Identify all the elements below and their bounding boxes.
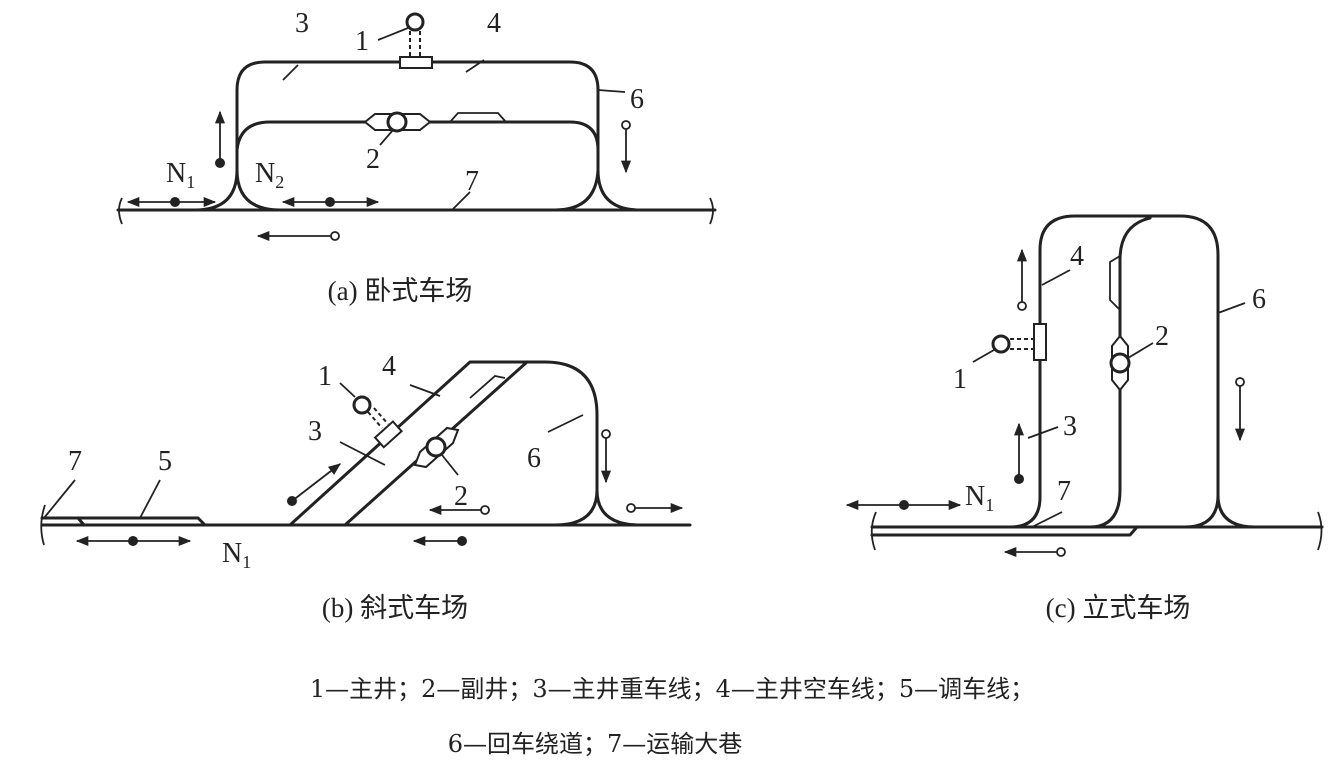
siding-track xyxy=(870,525,1139,537)
label-n1: N1 xyxy=(222,538,251,572)
label-7: 7 xyxy=(68,446,82,477)
leader-7 xyxy=(451,191,471,211)
leader-4 xyxy=(1041,269,1071,286)
roadway-break-left xyxy=(40,504,46,546)
label-1: 1 xyxy=(953,364,967,395)
label-2: 2 xyxy=(366,144,380,175)
main-shaft-icon xyxy=(399,12,433,69)
leader-2 xyxy=(441,454,459,476)
leader-3 xyxy=(339,441,386,466)
label-n1: N1 xyxy=(965,481,994,515)
roadway-break-right xyxy=(1317,511,1323,551)
flow-arrows xyxy=(845,248,1246,558)
panel-b-inclined-yard: 1 4 3 2 6 7 5 N1 (b) 斜式车场 xyxy=(40,351,692,623)
flow-arrows xyxy=(75,429,684,547)
caption-b: (b) 斜式车场 xyxy=(322,593,468,623)
roadway-break-left xyxy=(118,197,123,225)
label-6: 6 xyxy=(527,443,541,474)
leader-5 xyxy=(139,479,161,519)
outer-loop-track xyxy=(1008,214,1257,529)
passing-bump xyxy=(1109,255,1121,311)
panel-a-horizontal-yard: 3 1 4 6 2 7 N1 N2 (a) 卧式车场 xyxy=(116,8,717,306)
auxiliary-shaft-icon xyxy=(413,426,460,469)
label-6: 6 xyxy=(630,84,644,115)
main-shaft-track xyxy=(288,360,547,527)
label-7: 7 xyxy=(465,166,479,197)
label-4: 4 xyxy=(487,8,501,39)
leader-1 xyxy=(377,27,409,41)
main-shaft-icon xyxy=(352,395,404,449)
label-5: 5 xyxy=(158,446,172,477)
leader-6 xyxy=(1217,302,1246,314)
auxiliary-shaft-icon xyxy=(1109,334,1131,392)
leader-4 xyxy=(465,59,485,73)
passing-bump xyxy=(469,375,506,399)
panel-c-vertical-yard: 4 1 2 6 3 7 N1 (c) 立式车场 xyxy=(845,214,1324,623)
leader-1 xyxy=(972,349,995,363)
label-6: 6 xyxy=(1252,284,1266,315)
label-n2: N2 xyxy=(255,158,284,192)
label-3: 3 xyxy=(308,416,322,447)
leader-6 xyxy=(597,89,626,93)
shunting-track xyxy=(40,516,207,527)
leader-3 xyxy=(1027,426,1059,439)
label-7: 7 xyxy=(1057,476,1071,507)
label-2: 2 xyxy=(1155,321,1169,352)
caption-c: (c) 立式车场 xyxy=(1046,593,1191,623)
leader-6 xyxy=(547,414,584,433)
label-3: 3 xyxy=(295,8,309,39)
main-shaft-icon xyxy=(991,323,1047,361)
label-4: 4 xyxy=(382,351,396,382)
leader-2 xyxy=(1127,342,1154,359)
legend-line-2: 6—回车绕道；7—运输大巷 xyxy=(448,730,743,758)
caption-a: (a) 卧式车场 xyxy=(328,276,473,306)
leader-7 xyxy=(1031,511,1063,528)
leader-3 xyxy=(282,64,299,81)
flow-arrows xyxy=(126,110,632,242)
roadway-break-right xyxy=(709,197,714,225)
auxiliary-shaft-icon xyxy=(363,111,432,133)
label-1: 1 xyxy=(318,361,332,392)
label-2: 2 xyxy=(454,481,468,512)
roadway-break-left xyxy=(870,511,877,551)
label-n1: N1 xyxy=(166,158,195,192)
leader-4 xyxy=(409,384,441,397)
legend-line-1: 1—主井；2—副井；3—主井重车线；4—主井空车线；5—调车线； xyxy=(310,675,1034,703)
leader-1 xyxy=(339,382,356,398)
leader-7 xyxy=(43,479,76,519)
leader-2 xyxy=(379,129,394,146)
inner-loop-track xyxy=(235,120,600,212)
passing-bump xyxy=(449,112,507,123)
label-1: 1 xyxy=(355,26,369,57)
label-4: 4 xyxy=(1070,241,1084,272)
label-3: 3 xyxy=(1063,411,1077,442)
